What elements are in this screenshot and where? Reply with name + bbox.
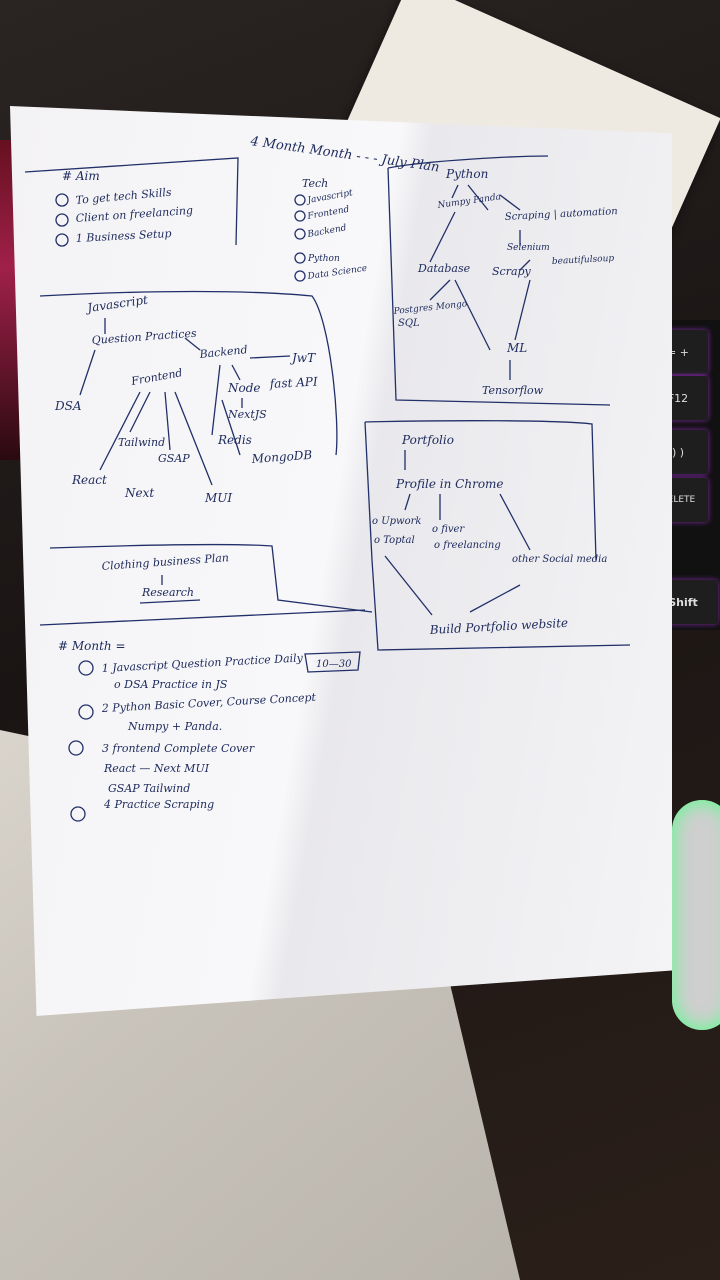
aim-box-border [24, 157, 239, 246]
node-node: Node [227, 381, 261, 395]
aim-item-3: 1 Business Setup [75, 227, 171, 245]
tech-item-1: Javascript [305, 188, 354, 206]
frontend-node: Frontend [129, 366, 183, 388]
react-node: React [71, 473, 107, 487]
dsa-node: DSA [54, 399, 82, 413]
freelancing-node: o freelancing [434, 540, 501, 551]
python-box-border [387, 155, 611, 406]
aim-item-2: Client on freelancing [75, 204, 193, 225]
month-item-3: 3 frontend Complete Cover [102, 742, 255, 755]
mongodb-node: MongoDB [250, 448, 313, 466]
js-map-links [79, 318, 291, 486]
database-node: Database [417, 262, 471, 275]
mui-node: MUI [204, 491, 232, 505]
postgres-node: Postgres Mongo [392, 299, 468, 317]
other-social-node: other Social media [512, 554, 607, 565]
range-box [304, 651, 361, 673]
tech-heading: Tech [302, 177, 328, 190]
aim-item-1: To get tech Skills [75, 186, 172, 207]
profile-node: Profile in Chrome [395, 477, 504, 491]
tech-item-3: Backend [306, 223, 348, 240]
scraping-node: Scraping | automation [505, 206, 618, 223]
question-practices-node: Question Practices [91, 327, 197, 347]
nextjs-node: NextJS [227, 408, 267, 421]
ml-node: ML [506, 341, 527, 355]
build-portfolio-node: Build Portfolio website [428, 616, 568, 637]
backend-node: Backend [198, 343, 248, 361]
sql-node: SQL [398, 318, 420, 329]
next-node: Next [124, 486, 154, 500]
python-map-links [429, 184, 531, 380]
computer-mouse [672, 800, 720, 1030]
month-item-3b: React — Next MUI [103, 762, 210, 775]
python-node: Python [445, 167, 488, 181]
gsap-node: GSAP [158, 452, 190, 465]
portfolio-box-border [364, 420, 597, 561]
tailwind-node: Tailwind [118, 436, 165, 449]
month-heading: # Month = [58, 639, 126, 653]
month-item-2b: Numpy + Panda. [127, 720, 222, 733]
month-item-1: 1 Javascript Question Practice Daily [101, 651, 303, 675]
portfolio-links [371, 450, 631, 651]
aim-heading: # Aim [62, 169, 100, 183]
selenium-node: Selenium [507, 243, 550, 253]
research-node: Research [141, 586, 194, 599]
tech-item-5: Data Science [306, 264, 368, 282]
fiverr-node: o fiver [432, 524, 465, 535]
business-plan: Clothing business Plan [101, 551, 229, 573]
handwritten-plan-paper [10, 106, 672, 1016]
month-range: 10—30 [316, 659, 352, 670]
business-box-border [39, 543, 373, 626]
month-item-1b: o DSA Practice in JS [114, 678, 228, 691]
month-item-3c: GSAP Tailwind [108, 782, 190, 795]
toptal-node: o Toptal [374, 535, 415, 546]
tensorflow-node: Tensorflow [482, 384, 544, 397]
beautifulsoup-node: beautifulsoup [552, 254, 615, 267]
plan-title: 4 Month Month - - - July Plan [248, 134, 440, 176]
research-links [139, 575, 201, 604]
month-item-4: 4 Practice Scraping [103, 798, 214, 811]
upwork-node: o Upwork [372, 516, 421, 527]
js-box-border [39, 290, 338, 456]
javascript-node: Javascript [83, 293, 148, 316]
fastapi-node: fast API [268, 374, 318, 391]
scrapy-node: Scrapy [492, 265, 532, 278]
portfolio-heading: Portfolio [401, 433, 454, 447]
jwt-node: JwT [289, 351, 316, 365]
tech-item-2: Frontend [306, 205, 351, 222]
numpy-panda-node: Numpy Panda [436, 192, 502, 211]
month-item-2: 2 Python Basic Cover, Course Concept [100, 691, 316, 715]
tech-item-4: Python [307, 254, 340, 264]
